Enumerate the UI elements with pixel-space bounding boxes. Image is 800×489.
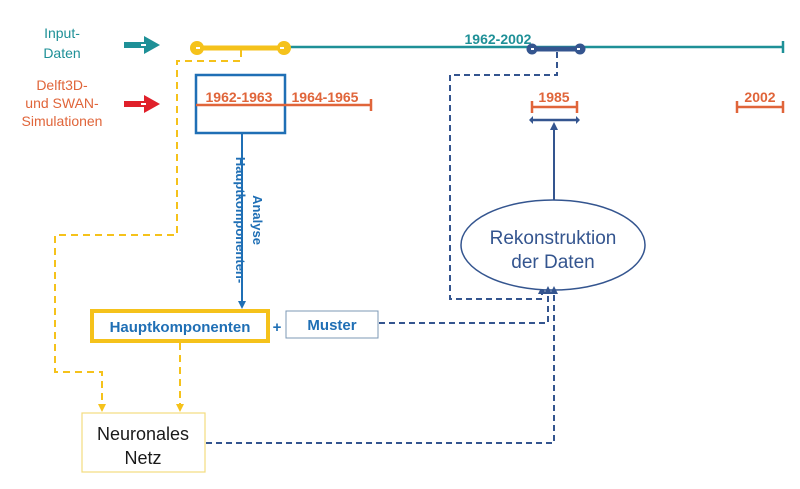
patterns-label: Muster [307,317,356,334]
reconstruction-line2: der Daten [511,252,594,273]
yellow-training-segment [190,41,291,55]
legend-input-data-line1: Input- [44,25,80,41]
sim-2002-bracket [735,101,785,113]
principal-components-box [90,309,270,343]
pca-label-line2: Analyse [250,195,265,245]
plus-sign: + [273,319,282,336]
legend-input-data-line2: Daten [43,45,80,61]
red-arrow-icon [124,95,160,113]
navy-dashed-connector-neural-net [206,286,558,444]
legend-sim-line3: Simulationen [22,113,103,129]
navy-selection-segment [526,43,586,55]
sim-year-2002: 2002 [744,89,775,105]
reconstruction-line1: Rekonstruktion [490,228,617,249]
neural-network-box [81,412,206,473]
sim-segment-1962-1963: 1962-1963 [206,89,273,105]
patterns-box [285,310,379,339]
legend-sim-line2: und SWAN- [25,95,99,111]
timeline-top-label: 1962-2002 [465,31,532,47]
legend-sim-line1: Delft3D- [36,77,88,93]
teal-arrow-icon [124,36,160,54]
principal-components-label: Hauptkomponenten [110,319,251,336]
navy-dashed-connector-input [449,52,558,300]
sim-segment-1964-1965: 1964-1965 [292,89,359,105]
neural-network-line1: Neuronales [97,424,189,444]
navy-dashed-connector-patterns [379,286,552,324]
sim-year-1985: 1985 [538,89,569,105]
pca-label-line1: Hauptkomponenten- [233,157,248,283]
reconstructed-1985-bracket [529,116,580,124]
sim-1985-bracket [530,101,579,113]
neural-network-line2: Netz [124,448,161,468]
